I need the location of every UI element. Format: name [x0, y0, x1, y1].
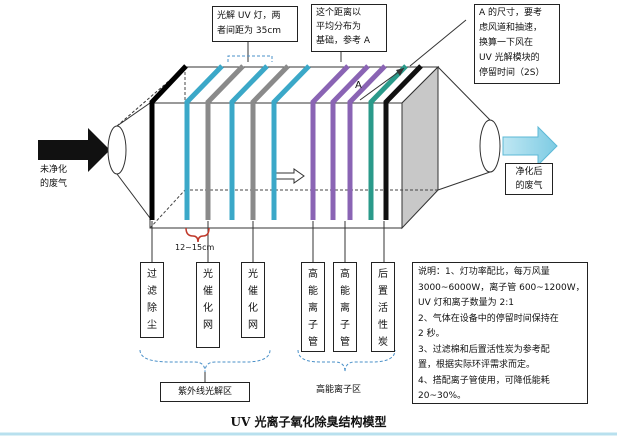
dimension-a-label: A	[355, 80, 362, 91]
note-line: 2、气体在设备中的停留时间保持在	[418, 313, 559, 324]
photocatalyst-2-label-char: 网	[248, 320, 258, 331]
ion-tube-1	[310, 64, 350, 220]
callout-size-a-line-2: 虑风道和抽速，	[479, 23, 543, 33]
note-line: 4、搭配离子管使用，可降低能耗	[418, 375, 550, 386]
note-line: 3000~6000W，离子管 600~1200W，	[418, 282, 585, 293]
carbon-label-char: 活	[378, 303, 388, 314]
photocatalyst-1-label-char: 化	[203, 303, 213, 314]
outlet-label-line-1: 净化后	[515, 167, 543, 177]
photocatalyst-1-label-char: 网	[203, 320, 213, 331]
callout-size-connector	[409, 19, 467, 67]
ion-zone-brace	[297, 349, 396, 373]
photocatalyst-2-label-char: 光	[248, 269, 258, 280]
inlet-opening	[107, 125, 127, 175]
note-line: 说明：1、灯功率配比，每万风量	[418, 267, 550, 277]
dimension-a-arrowhead	[396, 68, 404, 76]
inlet-cone-bottom	[116, 173, 151, 219]
ion-tube-1-label-char: 管	[308, 337, 318, 348]
carbon-label-char: 炭	[378, 337, 388, 348]
uv-tube-2	[229, 64, 269, 220]
photocatalyst-2-label-char: 催	[248, 286, 258, 297]
inlet-arrow	[38, 128, 110, 172]
carbon-label-box: 后 置 活 性 炭	[371, 262, 395, 352]
note-line: 置，根据实际环评需求而定。	[418, 360, 536, 370]
photocatalyst-1-label-box: 光 催 化 网	[196, 262, 220, 348]
note-line: 3、过滤棉和后置活性炭为参考配	[418, 344, 550, 355]
uv-zone-brace	[139, 349, 271, 373]
box-hidden-edge-3	[149, 189, 186, 229]
callout-size-a-line-4: UV 光解模块的	[479, 53, 540, 63]
callout-size-a-line-3: 换算一下风在	[479, 38, 534, 48]
ion-tube-3	[347, 64, 387, 220]
ion-zone-label: 高能离子区	[316, 385, 362, 395]
filter-label-char: 除	[147, 303, 157, 314]
uv-tube-3	[271, 64, 311, 220]
note-line: 2 秒。	[418, 329, 445, 339]
carbon-panel-2	[383, 64, 423, 220]
filter-label-char: 尘	[147, 320, 157, 331]
callout-uv-lamp-line-1: 光解 UV 灯，两	[217, 11, 281, 21]
carbon-panel-1	[368, 64, 408, 220]
carbon-label-char: 后	[378, 269, 388, 280]
photocatalyst-2-label-char: 化	[248, 303, 258, 314]
outlet-label-line-2: 的废气	[515, 181, 543, 191]
callout-size-a: A 的尺寸，要考 虑风道和抽速， 换算一下风在 UV 光解模块的 停留时间（2S…	[474, 4, 560, 84]
outlet-label: 净化后 的废气	[505, 163, 553, 195]
outlet-opening	[479, 119, 501, 173]
photocatalyst-1-label-char: 催	[203, 286, 213, 297]
ion-tube-1-label-char: 离	[308, 303, 318, 314]
ion-tube-2-label-box: 高 能 离 子 管	[333, 262, 357, 352]
ion-tube-2-label-char: 高	[340, 269, 350, 280]
inlet-label-line-2: 的废气	[40, 179, 68, 189]
notes-box: 说明：1、灯功率配比，每万风量 3000~6000W，离子管 600~1200W…	[412, 262, 588, 404]
callout-size-a-line-5: 停留时间（2S）	[479, 68, 545, 78]
dimension-a-line	[359, 67, 405, 101]
filter-label-char: 滤	[147, 286, 157, 297]
callout-size-a-line-1: A 的尺寸，要考	[479, 8, 543, 18]
inlet-cone-top	[116, 102, 151, 127]
outlet-cone-bottom	[437, 171, 491, 191]
callout-uv-lamp: 光解 UV 灯，两 者间距为 35cm	[212, 6, 298, 42]
note-line: UV 灯和离子数量为 2:1	[418, 298, 514, 308]
outlet-cone-top	[437, 66, 491, 121]
inlet-label-line-1: 未净化	[40, 165, 68, 175]
ion-tube-2-label-char: 管	[340, 337, 350, 348]
callout-distance: 这个距离以 平均分布为 基础，参考 A	[311, 4, 387, 52]
uv-zone-label: 紫外线光解区	[160, 382, 250, 402]
figure-caption: UV 光离子氧化除臭结构模型	[230, 415, 387, 429]
photocatalyst-2-label-box: 光 催 化 网	[241, 262, 265, 338]
callout-distance-line-3: 基础，参考 A	[316, 36, 371, 46]
callout-distance-line-2: 平均分布为	[316, 22, 362, 32]
callout-uv-bracket	[227, 55, 273, 62]
photocatalyst-net-2	[250, 64, 290, 220]
uv-tube-1	[184, 64, 224, 220]
inlet-label: 未净化 的废气	[40, 163, 67, 191]
carbon-label-char: 置	[378, 286, 388, 297]
callout-uv-lamp-line-2: 者间距为 35cm	[217, 26, 282, 36]
ion-tube-1-label-char: 高	[308, 269, 318, 280]
photocatalyst-1-label-char: 光	[203, 269, 213, 280]
ion-tube-2	[330, 64, 370, 220]
filter-label-char: 过	[147, 269, 157, 280]
carbon-label-char: 性	[378, 320, 388, 331]
filter-label-box: 过 滤 除 尘	[140, 262, 164, 338]
spacing-label: 12~15cm	[175, 243, 215, 252]
ion-tube-1-label-char: 子	[308, 320, 318, 331]
callout-distance-line-1: 这个距离以	[316, 8, 362, 18]
ion-tube-1-label-char: 能	[308, 286, 318, 297]
note-line: 20~30%。	[418, 391, 466, 401]
ion-tube-2-label-char: 离	[340, 303, 350, 314]
outlet-arrow	[502, 125, 558, 167]
photocatalyst-net-1	[205, 64, 245, 220]
spacing-bracket	[185, 227, 210, 243]
ion-tube-2-label-char: 能	[340, 286, 350, 297]
ion-tube-1-label-box: 高 能 离 子 管	[301, 262, 325, 352]
filter-panel	[149, 64, 188, 220]
ion-tube-2-label-char: 子	[340, 320, 350, 331]
